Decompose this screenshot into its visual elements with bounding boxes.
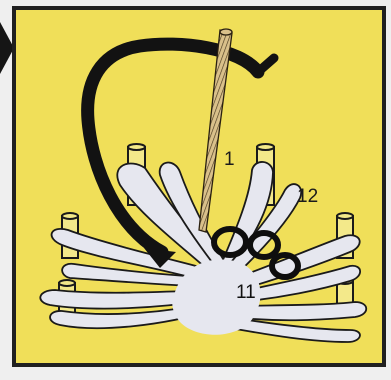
lifted-loops — [211, 226, 301, 280]
dark-loop-left — [211, 226, 249, 258]
loop-back-right-2 — [225, 183, 303, 276]
label-step-12: 12 — [297, 186, 319, 207]
dark-loop-mid — [247, 230, 281, 260]
loop-front-left-2 — [49, 301, 215, 330]
working-yarn — [81, 37, 279, 268]
loop-mid-right-2 — [237, 265, 362, 303]
loop-front-right — [237, 301, 368, 322]
loop-mid-left-2 — [61, 263, 213, 288]
yarn-arrowhead — [144, 248, 176, 268]
direction-arrow — [0, 22, 14, 74]
loop-front-left — [39, 289, 213, 310]
dark-loop-right — [269, 252, 301, 280]
loop-center — [172, 259, 261, 335]
label-step-1: 1 — [224, 149, 235, 170]
loop-front-right-2 — [229, 317, 361, 343]
wool-loops — [39, 161, 368, 343]
needle — [198, 28, 233, 233]
label-step-11: 11 — [236, 282, 256, 303]
